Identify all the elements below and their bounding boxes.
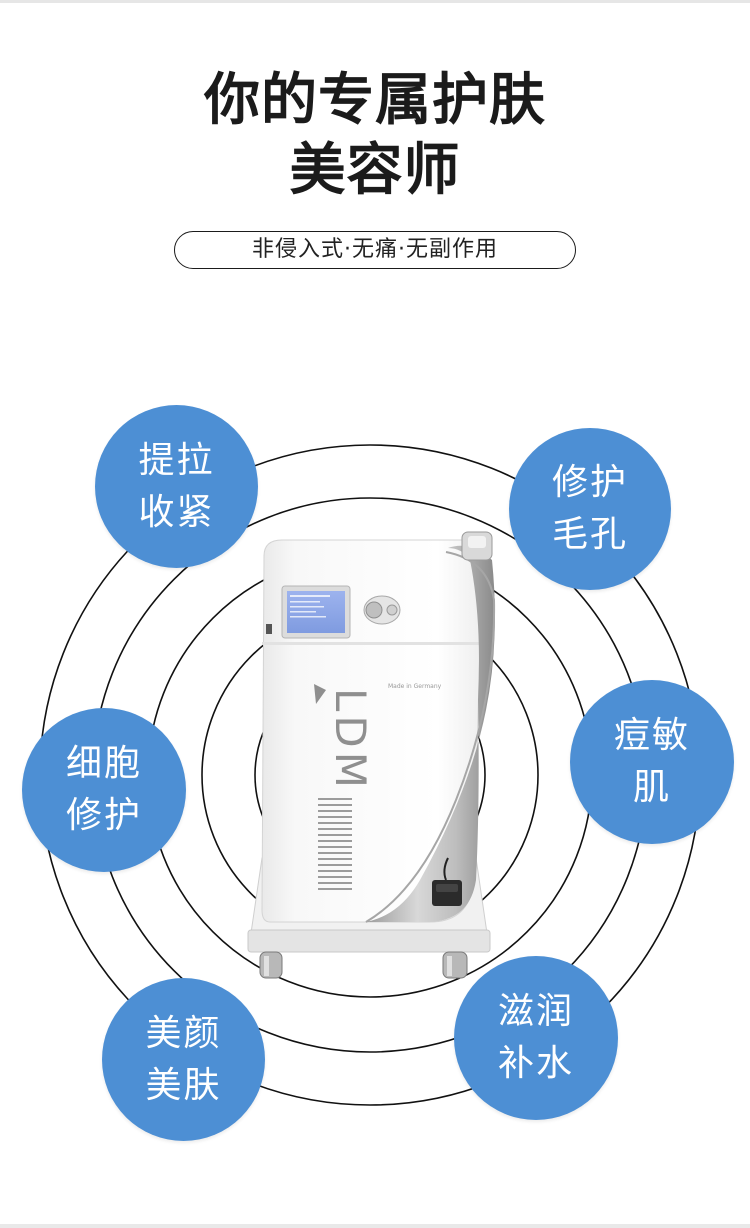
feature-label: 肌 — [632, 767, 671, 808]
feature-bubble-cell-repair: 细胞 修护 — [22, 708, 186, 872]
feature-label: 美肤 — [145, 1064, 222, 1106]
feature-label: 收紧 — [138, 491, 215, 533]
feature-label: 美颜 — [145, 1012, 222, 1054]
feature-bubble-hydration: 滋润 补水 — [454, 956, 618, 1120]
handpiece-holder — [461, 531, 493, 561]
silver-side-panel — [366, 545, 495, 922]
wheel-icon — [259, 951, 468, 979]
ldm-logo-icon — [318, 798, 352, 890]
feature-bubble-lifting: 提拉 收紧 — [95, 405, 258, 568]
feature-label: 痘敏 — [613, 715, 690, 756]
feature-label: 细胞 — [65, 743, 142, 784]
control-knob-icon — [363, 595, 401, 625]
feature-label: 滋润 — [497, 991, 574, 1032]
title-line-2: 美容师 — [289, 138, 461, 203]
feature-label: 毛孔 — [551, 514, 628, 555]
bottom-divider — [0, 1224, 750, 1228]
logo-mark-icon — [314, 684, 326, 704]
feature-label: 补水 — [497, 1043, 574, 1084]
made-in-text: Made in Germany — [388, 683, 442, 690]
top-divider — [0, 0, 750, 3]
feature-label: 提拉 — [138, 439, 215, 481]
feature-bubble-acne-sensitive: 痘敏 肌 — [570, 680, 734, 844]
title-line-1: 你的专属护肤 — [204, 68, 546, 133]
foot-pedal-icon — [432, 857, 462, 906]
power-switch-icon — [266, 624, 272, 634]
feature-bubble-pore-repair: 修护 毛孔 — [509, 428, 671, 590]
feature-label: 修护 — [65, 795, 142, 836]
subtitle-badge: 非侵入式·无痛·无副作用 — [174, 231, 576, 269]
feature-bubble-beauty: 美颜 美肤 — [102, 978, 265, 1141]
feature-label: 修护 — [551, 462, 628, 503]
page-title: 你的专属护肤 美容师 — [0, 66, 750, 206]
device-brand-text: LDM — [326, 688, 375, 792]
